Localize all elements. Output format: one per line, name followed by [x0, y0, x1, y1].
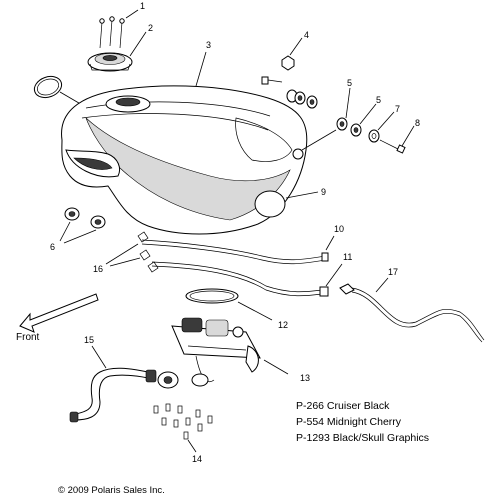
- color-option-1: P-266 Cruiser Black: [296, 400, 390, 412]
- pump-screws: [153, 403, 213, 453]
- callout-12: 12: [278, 320, 288, 330]
- callout-17: 17: [388, 267, 398, 277]
- copyright-notice: © 2009 Polaris Sales Inc.: [58, 485, 165, 496]
- mounting-hardware: [261, 37, 415, 154]
- filler-cap-screws: [99, 16, 125, 49]
- callout-5b: 5: [376, 95, 381, 105]
- callout-2: 2: [148, 23, 153, 33]
- callout-9: 9: [321, 187, 326, 197]
- fuel-hose-15: [69, 345, 179, 423]
- callout-15: 15: [84, 335, 94, 345]
- callout-16: 16: [93, 264, 103, 274]
- callout-3: 3: [206, 40, 211, 50]
- rubber-grommets: [59, 207, 106, 244]
- fuel-tank: [61, 51, 308, 235]
- color-option-3: P-1293 Black/Skull Graphics: [296, 432, 430, 444]
- callout-10: 10: [334, 224, 344, 234]
- callout-13: 13: [300, 373, 310, 383]
- front-label: Front: [16, 332, 40, 343]
- callout-5a: 5: [347, 78, 352, 88]
- seal-ring-left: [33, 75, 85, 107]
- fuel-pump-assembly: [171, 317, 289, 387]
- hose-clips: [105, 231, 159, 273]
- fuel-filler-cap: [87, 52, 133, 72]
- fuel-lines: [141, 235, 343, 297]
- front-arrow: [19, 293, 99, 333]
- pump-gasket: [185, 288, 273, 321]
- callout-6: 6: [50, 242, 55, 252]
- fuel-line-17: [339, 277, 485, 343]
- callout-1: 1: [140, 1, 145, 11]
- callout-7: 7: [395, 104, 400, 114]
- callout-4: 4: [304, 30, 309, 40]
- callout-8: 8: [415, 118, 420, 128]
- callout-11: 11: [343, 252, 352, 262]
- tank-emblem: [254, 190, 319, 218]
- color-option-2: P-554 Midnight Cherry: [296, 416, 402, 428]
- callout-14: 14: [192, 454, 202, 464]
